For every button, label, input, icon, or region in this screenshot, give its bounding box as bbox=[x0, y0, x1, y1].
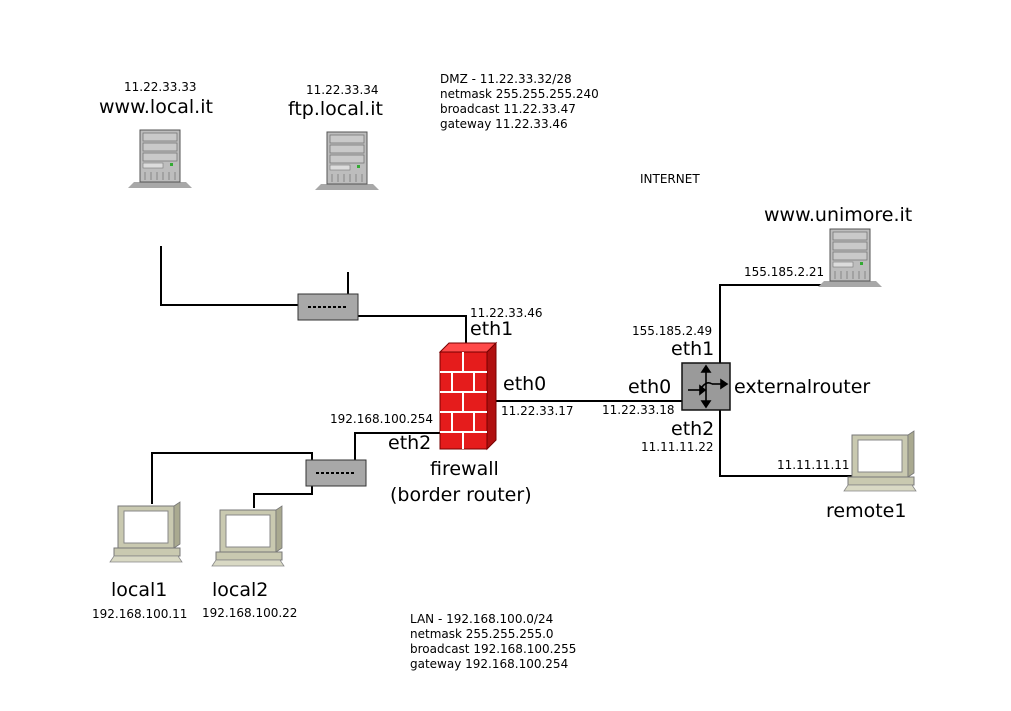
lan-line: gateway 192.168.100.254 bbox=[410, 657, 569, 671]
internet-label: INTERNET bbox=[640, 172, 700, 186]
workstation-icon[interactable] bbox=[211, 505, 285, 567]
dmz-line: gateway 11.22.33.46 bbox=[440, 117, 568, 131]
lan-line: netmask 255.255.255.0 bbox=[410, 627, 554, 641]
firewall-eth2-label: eth2 bbox=[388, 432, 432, 454]
firewall-eth1-ip: 11.22.33.46 bbox=[470, 306, 543, 320]
link-switch-local1 bbox=[151, 452, 313, 504]
externalrouter-eth0-ip: 11.22.33.18 bbox=[602, 403, 675, 417]
lan-line: broadcast 192.168.100.255 bbox=[410, 642, 577, 656]
www-unimore-ip: 155.185.2.21 bbox=[744, 265, 825, 279]
firewall-eth0-ip: 11.22.33.17 bbox=[501, 404, 574, 418]
www-local-ip: 11.22.33.33 bbox=[124, 80, 197, 94]
dmz-line: broadcast 11.22.33.47 bbox=[440, 102, 576, 116]
dmz-switch-icon[interactable] bbox=[297, 293, 359, 321]
ftp-local-name: ftp.local.it bbox=[288, 98, 383, 120]
firewall-eth1-label: eth1 bbox=[470, 318, 514, 340]
externalrouter-name: externalrouter bbox=[734, 376, 871, 398]
www-unimore-name: www.unimore.it bbox=[764, 204, 913, 226]
dmz-line: netmask 255.255.255.240 bbox=[440, 87, 599, 101]
remote1-name: remote1 bbox=[826, 500, 907, 522]
local2-name: local2 bbox=[212, 579, 269, 601]
link-externalrouter-remote1 bbox=[719, 410, 855, 477]
www-local-name: www.local.it bbox=[99, 96, 213, 118]
server-icon[interactable] bbox=[127, 129, 193, 189]
server-icon[interactable] bbox=[817, 228, 883, 288]
firewall-eth0-label: eth0 bbox=[503, 373, 547, 395]
dmz-line: DMZ - 11.22.33.32/28 bbox=[440, 72, 572, 86]
local2-ip: 192.168.100.22 bbox=[202, 606, 298, 620]
server-icon[interactable] bbox=[314, 131, 380, 191]
externalrouter-eth2-ip: 11.11.11.22 bbox=[641, 440, 714, 454]
lan-line: LAN - 192.168.100.0/24 bbox=[410, 612, 554, 626]
local1-name: local1 bbox=[111, 579, 168, 601]
router-icon[interactable] bbox=[681, 362, 731, 411]
firewall-name: firewall bbox=[430, 458, 499, 480]
link-externalrouter-unimore bbox=[719, 284, 826, 363]
remote1-ip: 11.11.11.11 bbox=[777, 458, 850, 472]
lan-switch-icon[interactable] bbox=[305, 459, 367, 487]
lan-info: LAN - 192.168.100.0/24 netmask 255.255.2… bbox=[410, 612, 576, 672]
firewall-eth2-ip: 192.168.100.254 bbox=[330, 412, 434, 426]
link-switch-local2 bbox=[253, 478, 313, 508]
externalrouter-eth2-label: eth2 bbox=[671, 418, 715, 440]
externalrouter-eth1-label: eth1 bbox=[671, 338, 715, 360]
externalrouter-eth1-ip: 155.185.2.49 bbox=[632, 324, 713, 338]
workstation-icon[interactable] bbox=[843, 430, 917, 492]
firewall-icon[interactable] bbox=[438, 341, 498, 451]
link-firewall-eth2-switch bbox=[354, 432, 441, 460]
ftp-local-ip: 11.22.33.34 bbox=[306, 83, 379, 97]
local1-ip: 192.168.100.11 bbox=[92, 607, 188, 621]
link-www-switch bbox=[160, 246, 298, 306]
workstation-icon[interactable] bbox=[109, 501, 183, 563]
externalrouter-eth0-label: eth0 bbox=[628, 376, 672, 398]
dmz-info: DMZ - 11.22.33.32/28 netmask 255.255.255… bbox=[440, 72, 599, 132]
firewall-subtitle: (border router) bbox=[390, 484, 532, 506]
